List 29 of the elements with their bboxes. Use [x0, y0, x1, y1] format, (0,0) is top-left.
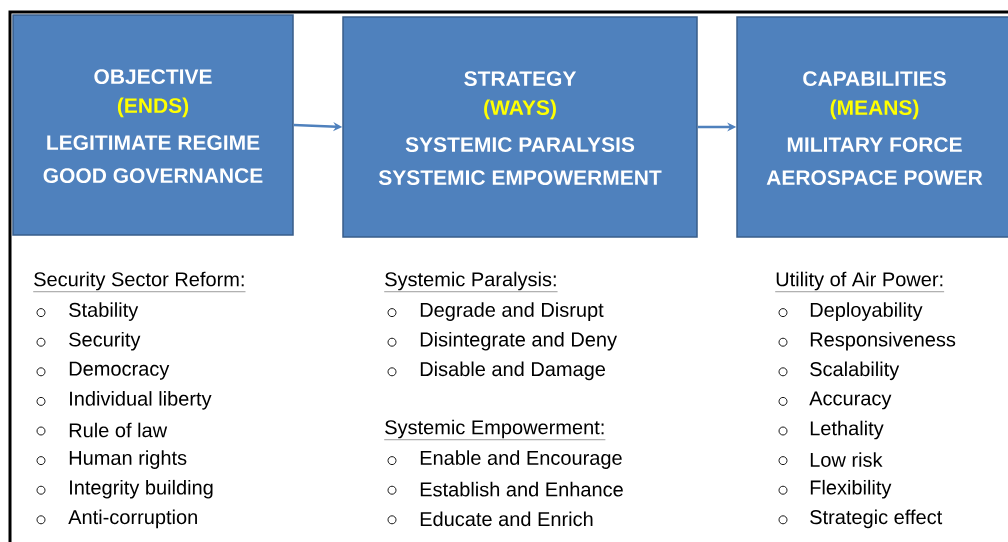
process-box: OBJECTIVE (ENDS) LEGITIMATE REGIME GOOD GOVERNANCE — [12, 14, 294, 236]
list-item: Human rights — [69, 450, 187, 469]
list-item: Strategic effect — [810, 509, 943, 529]
process-box: CAPABILITIES (MEANS) MILITARY FORCE AEROSPACE POWER — [736, 16, 1008, 238]
list-item: Democracy — [69, 361, 170, 380]
list-item: Individual liberty — [70, 391, 212, 410]
list-item: Stability — [69, 302, 139, 321]
list-item: Establish and Enhance — [420, 481, 623, 497]
list-item: Disable and Damage — [420, 361, 606, 381]
list-item: Deployability — [810, 302, 923, 321]
list-heading: Systemic Empowerment: — [384, 419, 606, 440]
list-item: Responsiveness — [810, 331, 956, 351]
list-item: Lethality — [810, 420, 884, 440]
list-item: Low risk — [810, 452, 883, 467]
list-item: Rule of law — [69, 422, 168, 438]
process-box: STRATEGY (WAYS) SYSTEMIC PARALYSIS SYSTEMIC EMPOWERMENT — [342, 16, 698, 238]
list-item: Educate and Enrich — [420, 511, 593, 527]
list-heading: Security Sector Reform: — [33, 271, 246, 292]
list-item: Enable and Encourage — [420, 450, 622, 469]
list-item: Anti-corruption — [68, 509, 197, 529]
list-heading: Utility of Air Power: — [775, 271, 945, 292]
list-item: Degrade and Disrupt — [420, 302, 604, 321]
list-item: Security — [69, 331, 141, 351]
list-item: Disintegrate and Deny — [420, 331, 617, 351]
list-item: Scalability — [810, 361, 900, 381]
list-item: Integrity building — [70, 479, 213, 499]
list-heading: Systemic Paralysis: — [384, 271, 558, 292]
list-item: Flexibility — [810, 479, 892, 499]
list-item: Accuracy — [809, 391, 892, 410]
